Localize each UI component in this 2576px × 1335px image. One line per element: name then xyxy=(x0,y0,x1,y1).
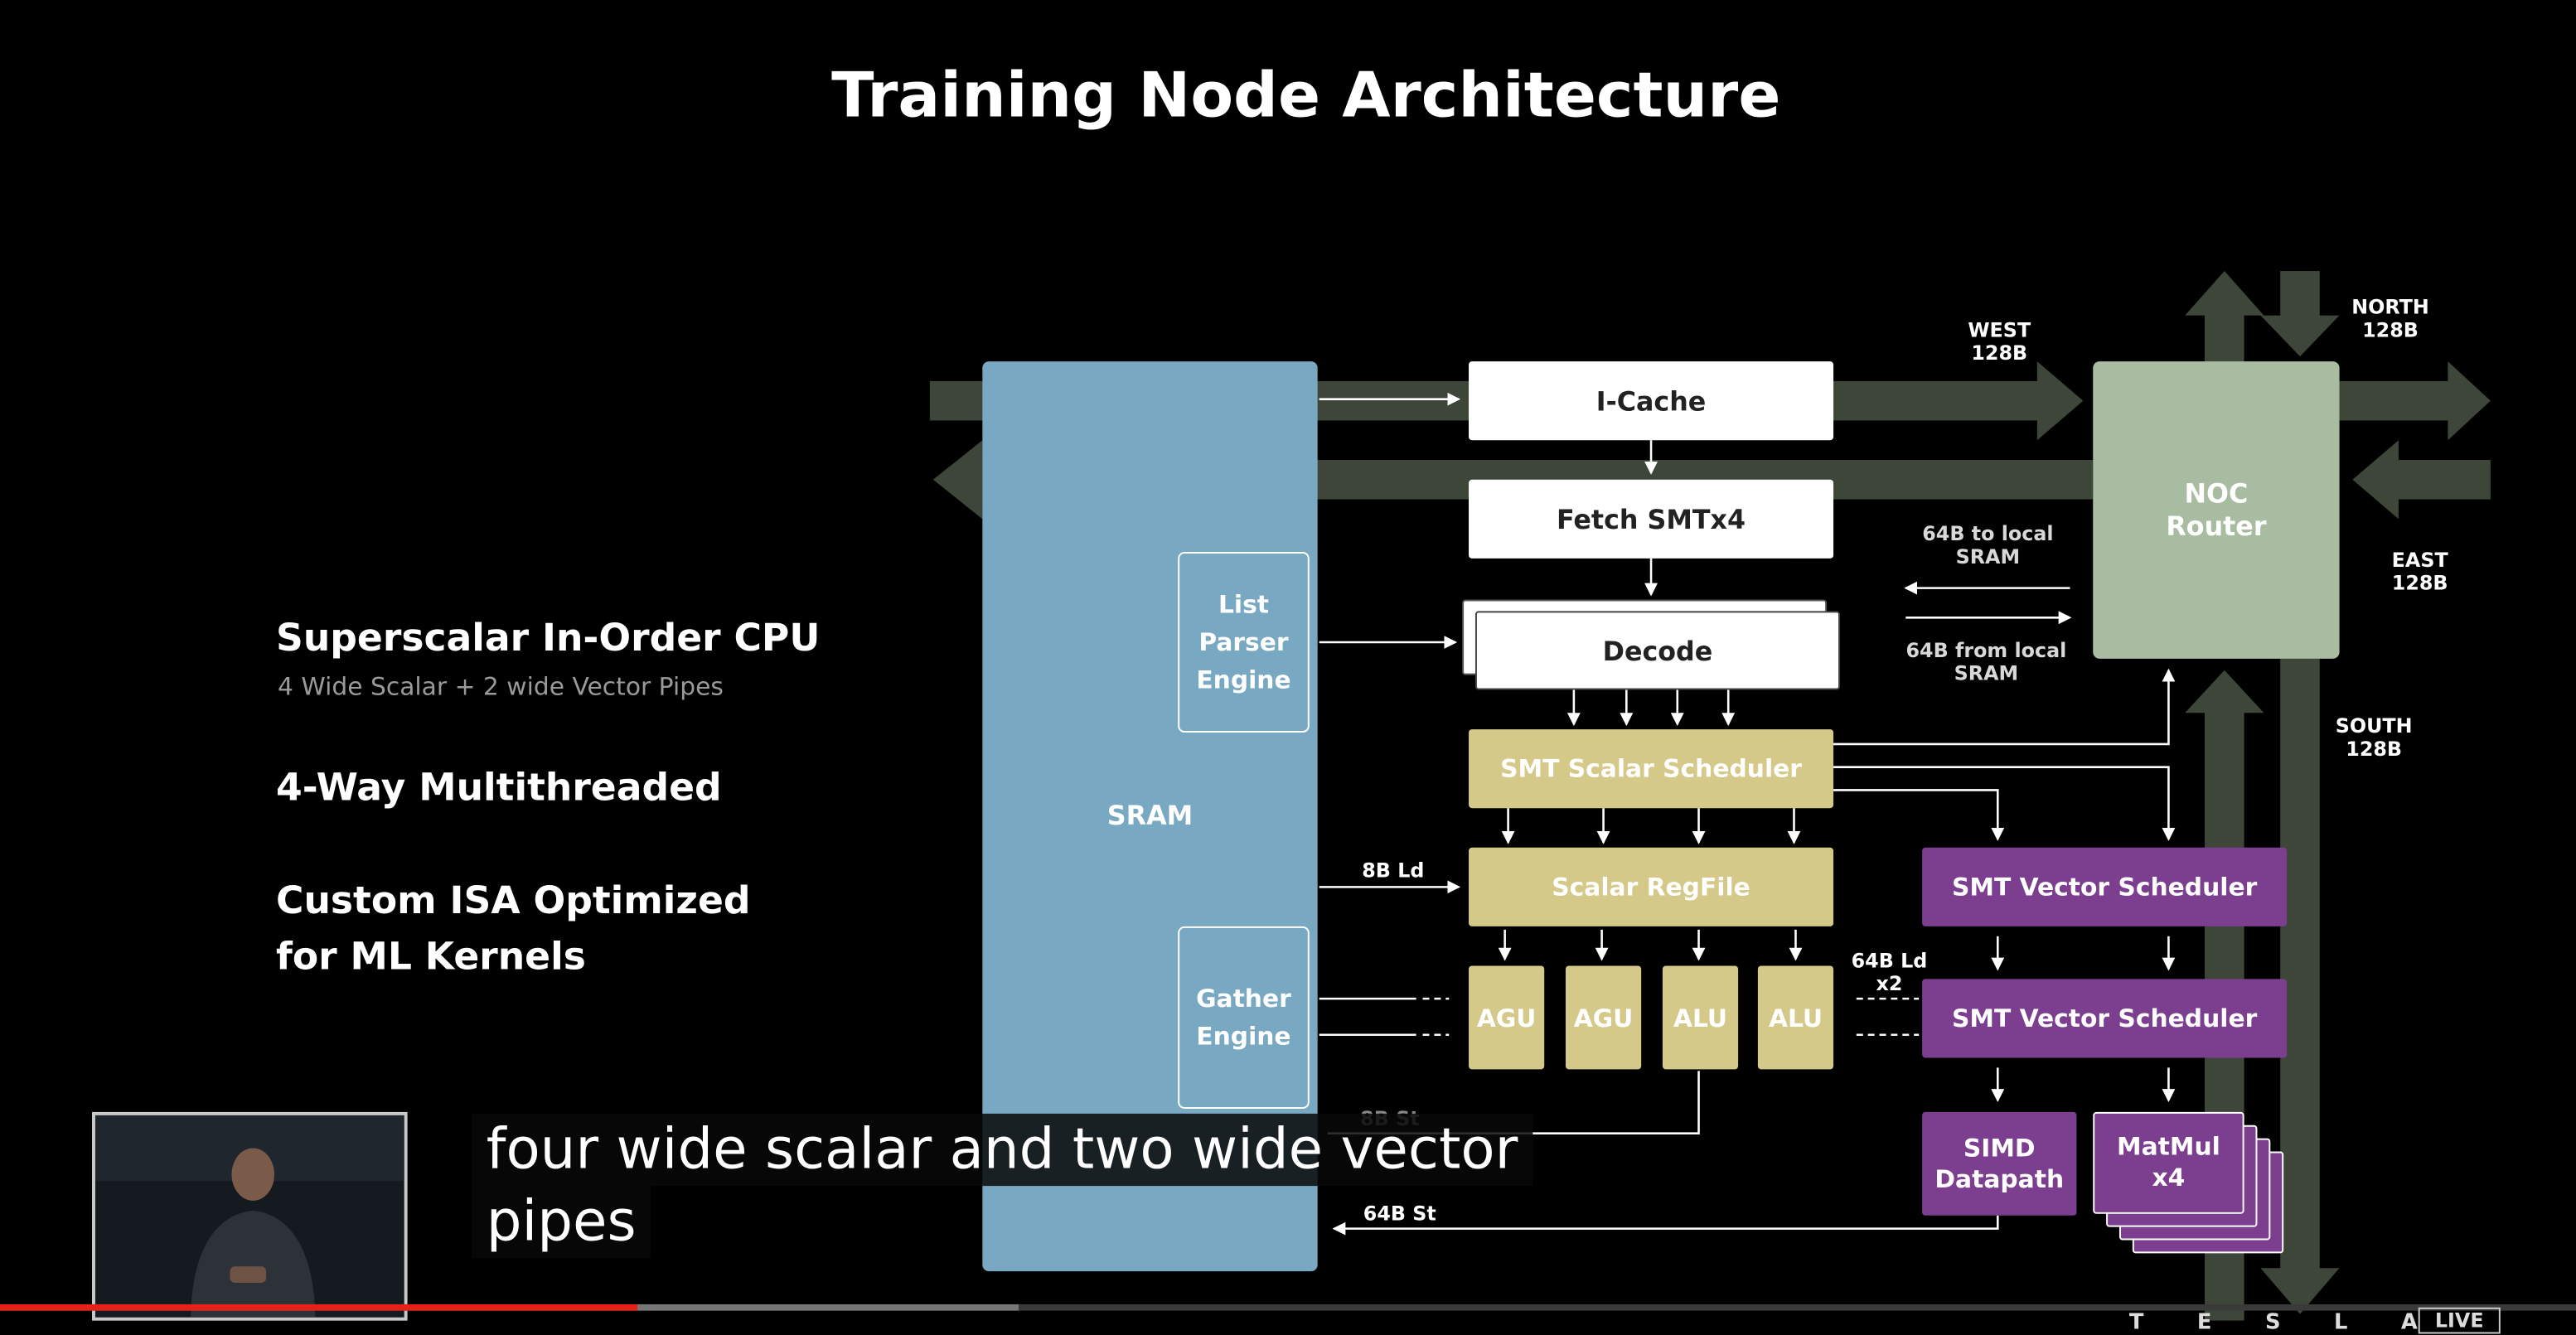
bullet-multithreaded: 4-Way Multithreaded xyxy=(275,767,722,810)
simd-line1: SIMD xyxy=(1963,1132,2036,1163)
gather-engine: Gather Engine xyxy=(1178,926,1310,1109)
bullet-custom-isa: Custom ISA Optimized xyxy=(275,880,751,923)
matmul-line1: MatMul xyxy=(2117,1131,2220,1162)
smt-vector-scheduler-1: SMT Vector Scheduler xyxy=(1922,847,2288,926)
matmul-line2: x4 xyxy=(2152,1163,2186,1193)
fetch-box: Fetch SMTx4 xyxy=(1469,479,1834,559)
gather-engine-line2: Engine xyxy=(1196,1020,1291,1051)
slide-title: Training Node Architecture xyxy=(831,59,1781,132)
gather-engine-line1: Gather xyxy=(1196,983,1291,1013)
simd-line2: Datapath xyxy=(1934,1163,2065,1194)
presenter-video-thumbnail[interactable] xyxy=(91,1111,408,1321)
agu-unit-2: AGU xyxy=(1565,965,1642,1070)
list-parser-line1: List xyxy=(1218,588,1270,619)
bullet-superscalar-sub: 4 Wide Scalar + 2 wide Vector Pipes xyxy=(277,671,724,702)
scalar-regfile: Scalar RegFile xyxy=(1469,847,1834,926)
noc-router: NOC Router xyxy=(2093,361,2340,659)
bullet-custom-isa-line2: for ML Kernels xyxy=(275,936,586,979)
presenter-silhouette-icon xyxy=(94,1115,404,1318)
bullet-superscalar: Superscalar In-Order CPU xyxy=(275,617,821,660)
agu-unit-1: AGU xyxy=(1469,965,1545,1070)
label-64b-st: 64B St xyxy=(1363,1202,1436,1226)
video-progress-bar[interactable] xyxy=(0,1304,2576,1311)
list-parser-line2: Parser xyxy=(1198,626,1289,656)
noc-router-line2: Router xyxy=(2166,510,2267,542)
matmul-x4: MatMul x4 xyxy=(2093,1111,2244,1214)
sram-label: SRAM xyxy=(1106,800,1194,831)
simd-datapath: SIMD Datapath xyxy=(1922,1111,2077,1216)
smt-scalar-scheduler: SMT Scalar Scheduler xyxy=(1469,729,1834,809)
icache-box: I-Cache xyxy=(1469,361,1834,441)
list-parser-engine: List Parser Engine xyxy=(1178,551,1310,733)
decode-box: Decode xyxy=(1474,611,1840,690)
caption-line-2: pipes xyxy=(471,1186,651,1259)
alu-unit-1: ALU xyxy=(1662,965,1739,1070)
tesla-logo: T E S L A xyxy=(2128,1310,2441,1335)
noc-router-line1: NOC xyxy=(2184,476,2249,509)
smt-vector-scheduler-2: SMT Vector Scheduler xyxy=(1922,979,2288,1058)
alu-unit-2: ALU xyxy=(1757,965,1834,1070)
label-8b-ld: 8B Ld xyxy=(1362,859,1425,883)
live-badge[interactable]: LIVE xyxy=(2418,1307,2501,1334)
list-parser-line3: Engine xyxy=(1196,664,1291,694)
caption-line-1: four wide scalar and two wide vector xyxy=(471,1113,1533,1187)
